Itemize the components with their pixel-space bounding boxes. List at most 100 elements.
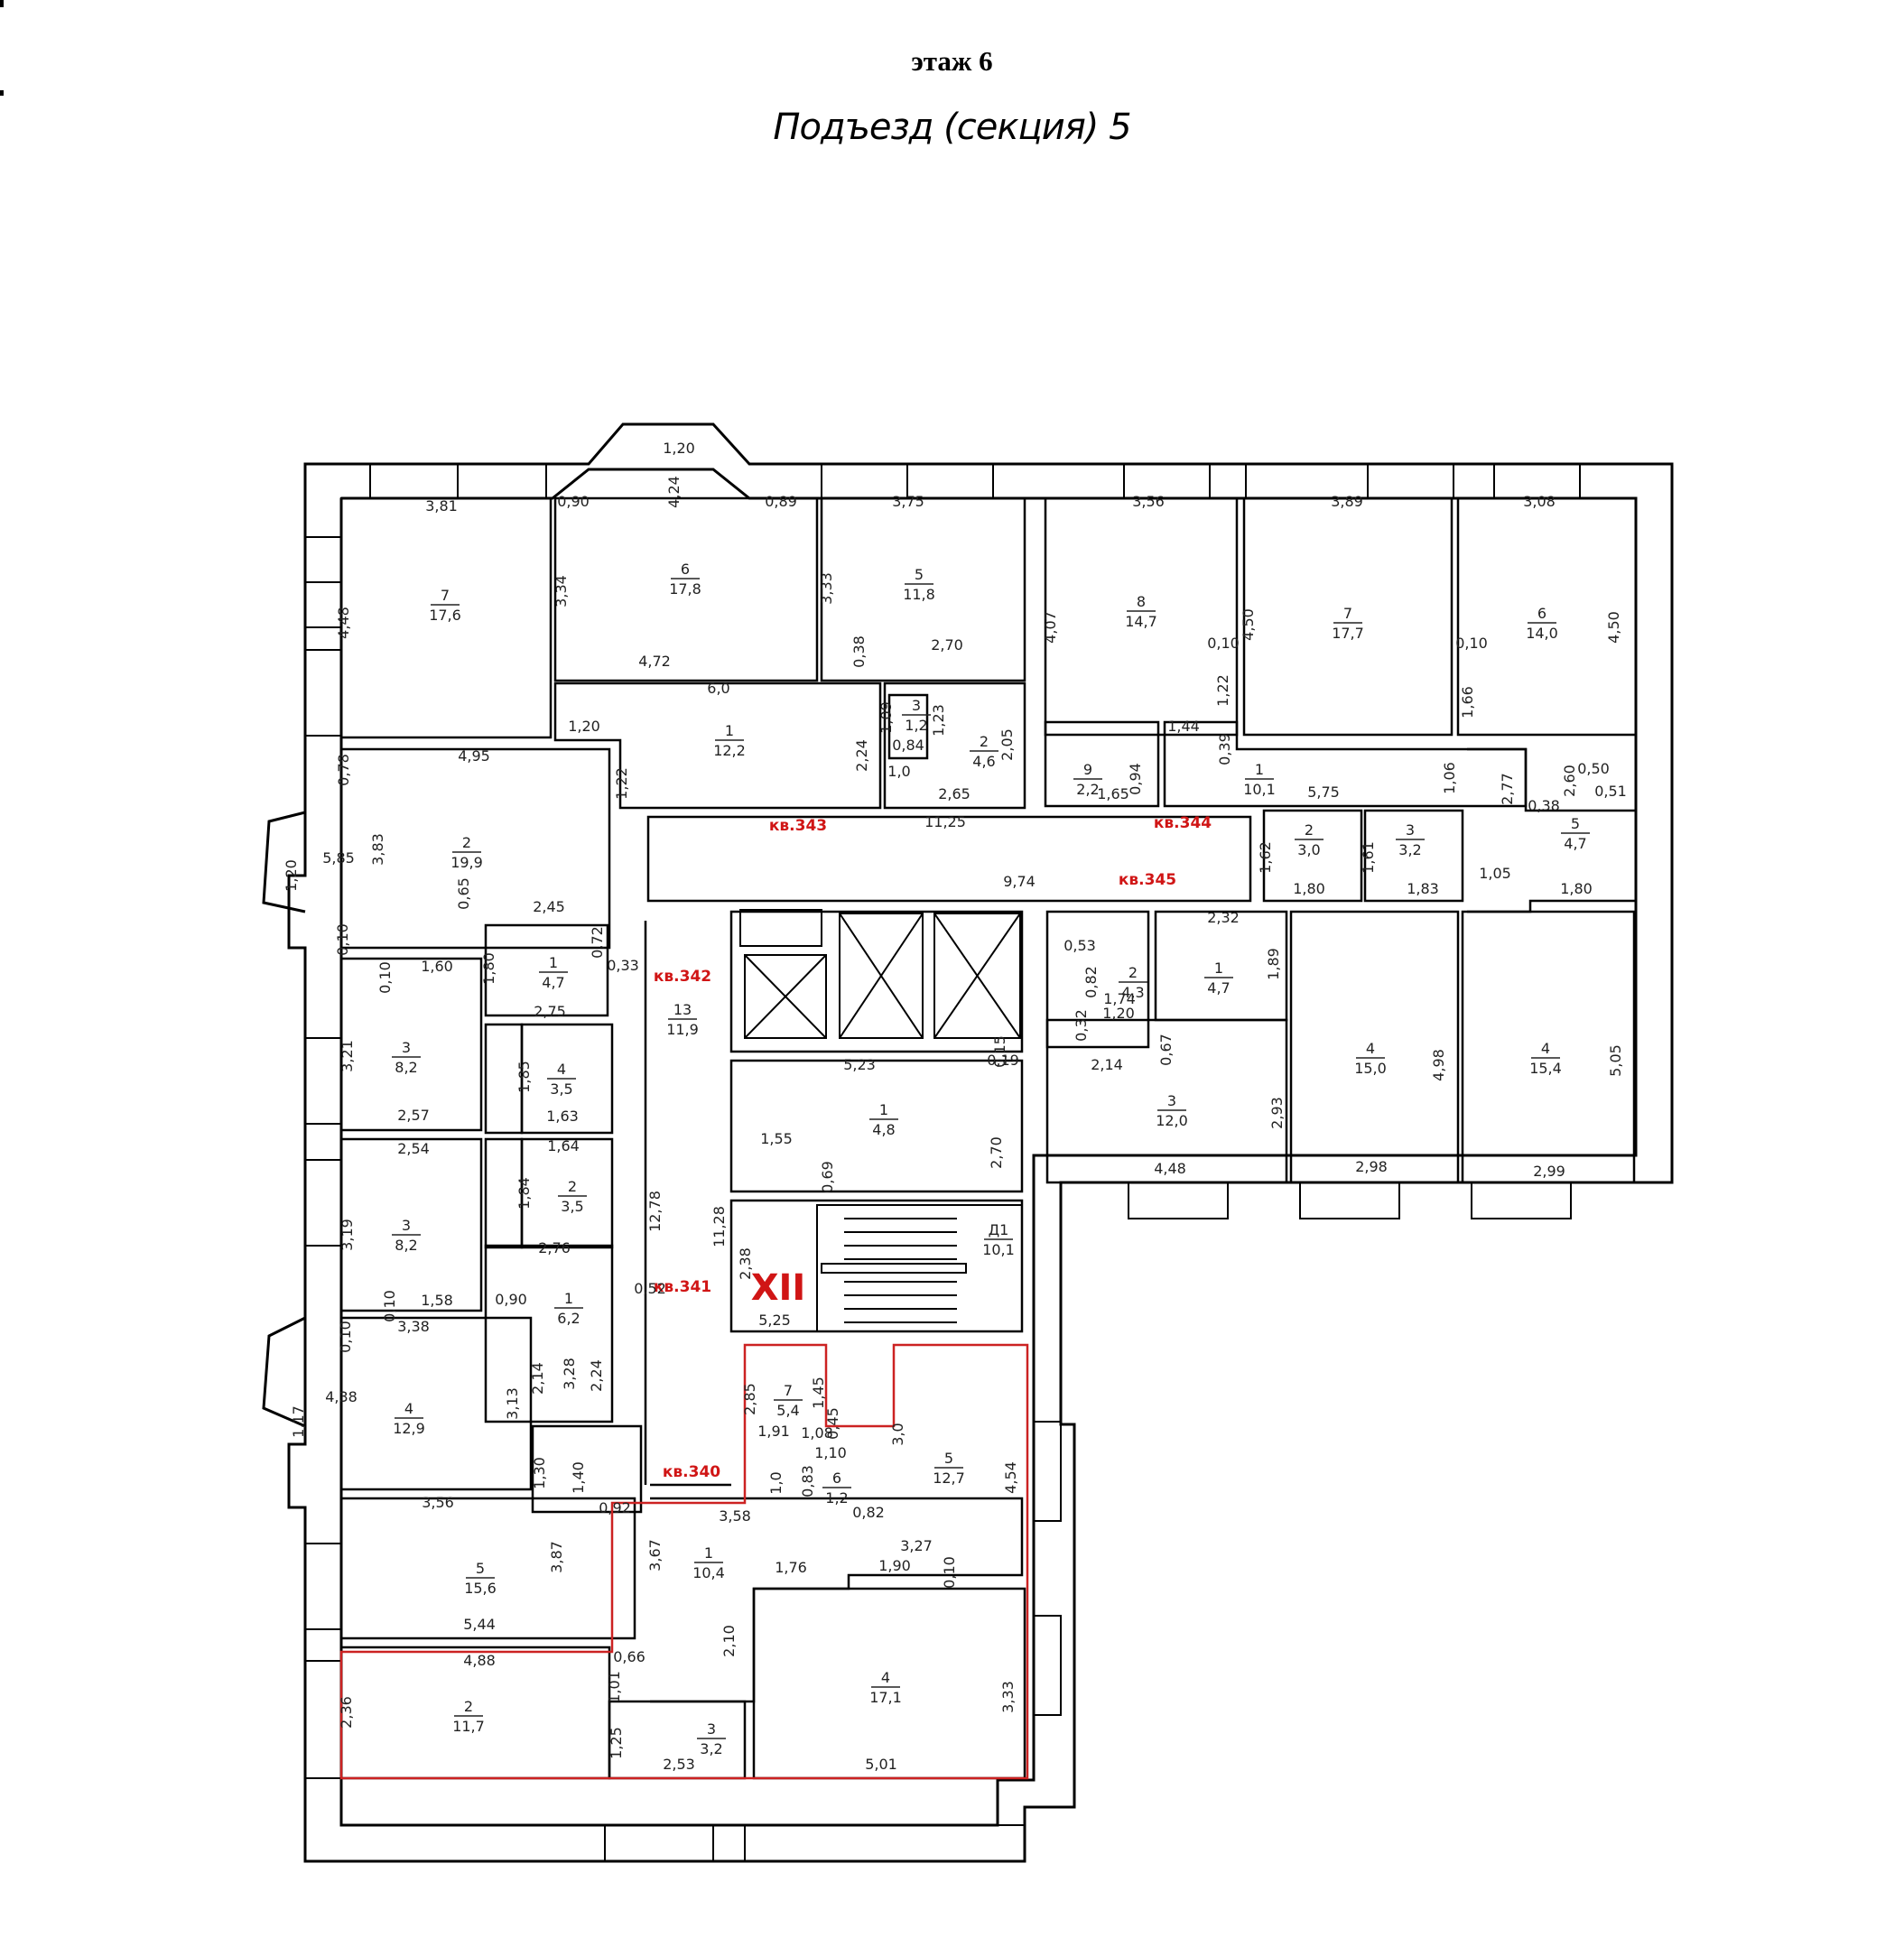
floor-title: этаж 6	[911, 45, 993, 77]
dimension-label: 4,88	[463, 1652, 496, 1669]
dimension-label: 4,07	[1042, 611, 1059, 644]
room-number: 1	[725, 722, 734, 739]
room-number: 4	[404, 1400, 413, 1417]
dimension-label: 1,85	[515, 1061, 533, 1093]
apartment-label: кв.345	[1119, 871, 1176, 889]
dimension-label: 1,62	[1257, 841, 1274, 874]
dimension-label: 0,10	[337, 1321, 354, 1353]
room-label: 75,4	[774, 1382, 803, 1419]
dimension-label: 4,38	[325, 1388, 358, 1405]
corner-mark-lower	[0, 90, 4, 96]
room-label: 112,2	[713, 722, 746, 759]
room-area: 17,6	[429, 607, 461, 624]
dimension-label: 1,23	[930, 704, 947, 737]
dimension-label: 0,45	[824, 1407, 841, 1440]
room-number: 7	[441, 587, 450, 604]
dimension-label: 0,53	[1063, 937, 1096, 954]
dimension-label: 5,23	[843, 1056, 876, 1073]
room-label: 415,4	[1529, 1040, 1562, 1077]
dimension-label: 1,64	[547, 1137, 580, 1154]
dimension-label: 4,50	[1240, 608, 1257, 641]
room-area: 4,3	[1121, 984, 1144, 1001]
room-label: 511,8	[903, 566, 935, 603]
room-number: 3	[707, 1720, 716, 1738]
room-area: 8,2	[395, 1237, 417, 1254]
dimension-label: 2,53	[663, 1756, 695, 1773]
dimension-label: 3,58	[719, 1507, 751, 1525]
dimension-label: 11,28	[711, 1206, 728, 1247]
room-number: 1	[1255, 761, 1264, 778]
dimension-label: 3,33	[818, 572, 835, 605]
room-number: 3	[402, 1217, 411, 1234]
dimension-label: 0,10	[1455, 635, 1488, 652]
dimension-label: 0,32	[1073, 1009, 1090, 1042]
dimension-label: 1,84	[515, 1177, 533, 1210]
room-label: 110,4	[692, 1544, 725, 1581]
dimension-label: 0,38	[850, 635, 868, 668]
dimension-label: 1,20	[283, 859, 300, 892]
room-area: 3,0	[1297, 841, 1320, 858]
dimension-label: 2,99	[1533, 1163, 1565, 1180]
dimension-label: 3,67	[646, 1539, 664, 1572]
dimension-label: 3,21	[339, 1040, 356, 1072]
dimension-label: 2,10	[720, 1625, 738, 1657]
dimension-label: 1,22	[613, 767, 630, 800]
room-number: 4	[1541, 1040, 1550, 1057]
room-number: 3	[1167, 1092, 1176, 1109]
dimension-label: 4,50	[1605, 611, 1622, 644]
room-label: 219,9	[450, 834, 483, 871]
dimension-label: 0,10	[941, 1556, 958, 1589]
room-label: 717,6	[429, 587, 461, 624]
dimension-label: 1,61	[1360, 841, 1377, 874]
dimension-label: 0,10	[381, 1290, 398, 1322]
dimension-label: 4,24	[665, 476, 683, 508]
room-number: 13	[673, 1001, 692, 1018]
dimension-label: 1,30	[531, 1457, 548, 1489]
dimension-label: 2,70	[931, 636, 963, 654]
dimension-label: 4,54	[1002, 1461, 1019, 1494]
room-label: 38,2	[392, 1039, 421, 1076]
room-label: 312,0	[1156, 1092, 1188, 1129]
dimension-label: 1,09	[878, 701, 895, 734]
room-label: 515,6	[464, 1560, 497, 1597]
room-number: 6	[832, 1470, 841, 1487]
dimension-label: 0,10	[1207, 635, 1240, 652]
dimension-label: 4,48	[335, 607, 352, 639]
dimension-label: 2,24	[588, 1359, 605, 1392]
room-area: 15,6	[464, 1580, 497, 1597]
room-label: 24,3	[1119, 964, 1147, 1001]
dimension-label: 3,87	[548, 1541, 565, 1573]
dimension-label: 1,90	[878, 1557, 911, 1574]
dimension-label: 5,44	[463, 1616, 496, 1633]
room-number: Д1	[989, 1221, 1009, 1238]
apartment-label: кв.342	[654, 968, 711, 986]
room-number: 5	[915, 566, 924, 583]
room-label: 31,2	[902, 697, 931, 734]
room-number: 3	[912, 697, 921, 714]
room-area: 17,7	[1332, 625, 1364, 642]
room-label: 92,2	[1073, 761, 1102, 798]
dimension-label: 1,45	[810, 1377, 827, 1409]
dimension-label: 3,34	[553, 575, 570, 607]
dimension-label: 2,24	[853, 739, 870, 772]
room-number: 4	[557, 1061, 566, 1078]
room-number: 2	[1305, 821, 1314, 839]
dimension-label: 2,32	[1207, 909, 1240, 926]
dimension-label: 9,74	[1003, 873, 1036, 890]
room-area: 11,9	[666, 1021, 699, 1038]
dimension-label: 1,76	[775, 1559, 807, 1576]
room-area: 17,1	[869, 1689, 902, 1706]
room-area: 4,7	[542, 974, 564, 991]
dimension-label: 4,48	[1154, 1160, 1186, 1177]
dimension-label: 2,38	[737, 1247, 754, 1280]
room-number: 5	[476, 1560, 485, 1577]
dimension-label: 1,91	[757, 1423, 790, 1440]
room-label: 617,8	[669, 561, 701, 598]
dimension-label: 1,17	[290, 1405, 307, 1438]
dimension-label: 1,20	[568, 718, 600, 735]
dimension-label: 1,80	[1293, 880, 1325, 897]
room-label: 23,0	[1295, 821, 1324, 858]
room-area: 2,2	[1076, 781, 1099, 798]
